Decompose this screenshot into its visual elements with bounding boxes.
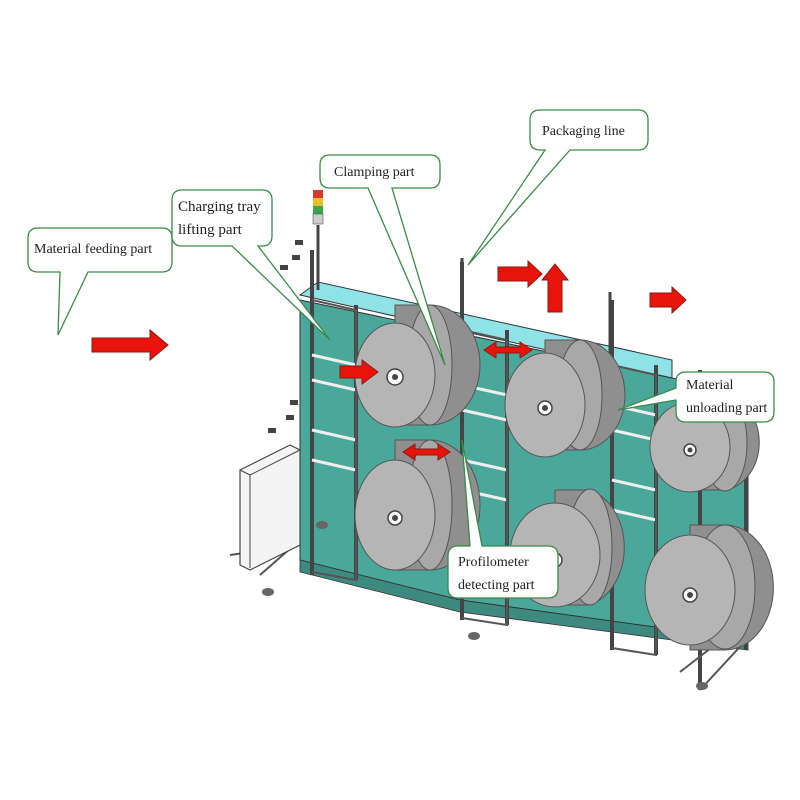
roll-icon xyxy=(354,304,481,428)
sensor-brackets xyxy=(268,240,303,433)
arrow-icon xyxy=(339,359,379,385)
flow-arrows xyxy=(91,259,687,461)
arrow-icon xyxy=(540,263,570,313)
callout-charging: Charging tray lifting part xyxy=(171,189,331,341)
roll-icon xyxy=(644,524,774,651)
callout-feeding: Material feeding part xyxy=(27,227,173,336)
callouts: Material feeding part Charging tray lift… xyxy=(27,109,775,599)
callout-unloading-label: Material unloading part xyxy=(686,378,767,416)
arrow-icon xyxy=(649,285,687,315)
arrow-icon xyxy=(91,328,169,362)
callout-profilometer-label: Profilometer detecting part xyxy=(458,555,535,593)
electrical-cabinet xyxy=(239,444,301,571)
signal-icon xyxy=(312,190,324,225)
callout-profilometer: Profilometer detecting part xyxy=(447,439,559,599)
roll-icon xyxy=(504,339,626,458)
callout-unloading: Material unloading part xyxy=(617,371,775,423)
arrow-icon xyxy=(497,259,543,289)
callout-clamping: Clamping part xyxy=(319,154,446,366)
callout-charging-label: Charging tray lifting part xyxy=(178,199,264,238)
callout-feeding-label: Material feeding part xyxy=(34,242,152,257)
callout-packaging-label: Packaging line xyxy=(542,124,625,139)
arrow-icon xyxy=(402,443,451,461)
callout-packaging: Packaging line xyxy=(467,109,649,266)
roll-icon xyxy=(354,439,481,571)
arrow-icon xyxy=(483,341,533,359)
callout-clamping-label: Clamping part xyxy=(334,165,415,180)
